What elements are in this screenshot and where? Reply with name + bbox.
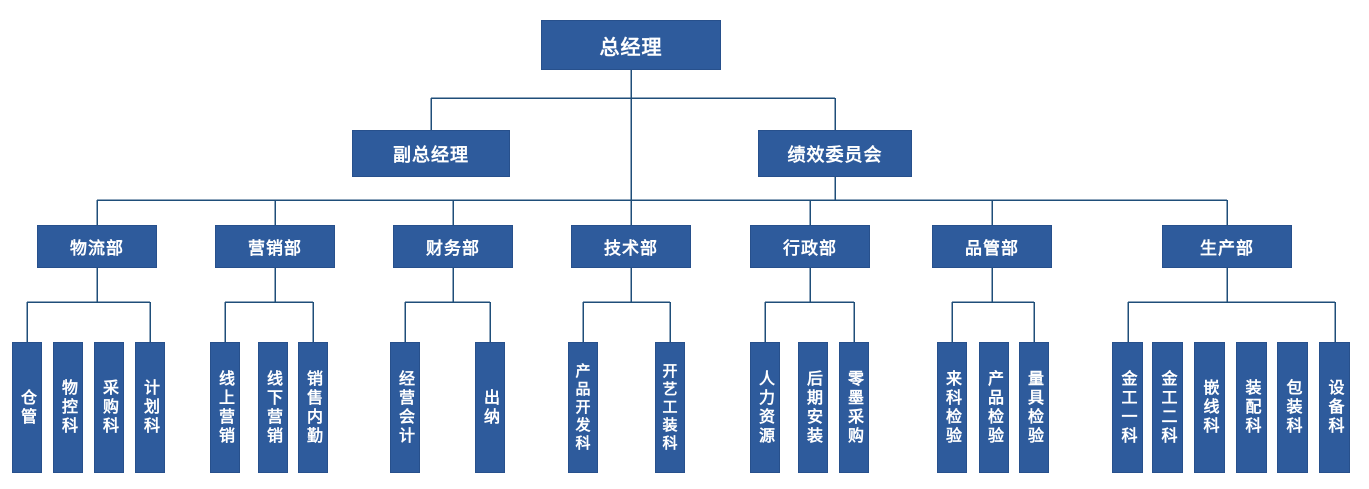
org-node-later-install: 后期安装 xyxy=(798,342,828,473)
org-node-dgm: 副总经理 xyxy=(352,130,510,177)
org-node-metal-1: 金工一科 xyxy=(1112,342,1143,473)
org-node-assembly: 装配科 xyxy=(1236,342,1267,473)
org-node-gm: 总经理 xyxy=(541,20,721,70)
org-node-purchasing: 采购科 xyxy=(94,342,124,473)
org-node-mat-control: 物控科 xyxy=(53,342,83,473)
org-node-tooling: 开艺工装科 xyxy=(655,342,685,473)
org-node-pc: 绩效委员会 xyxy=(758,130,912,177)
org-node-planning: 计划科 xyxy=(135,342,165,473)
org-node-warehouse: 仓管 xyxy=(12,342,42,473)
org-node-winding: 嵌线科 xyxy=(1194,342,1225,473)
org-node-hr: 人力资源 xyxy=(750,342,780,473)
org-node-qc: 品管部 xyxy=(932,225,1052,268)
org-node-marketing: 营销部 xyxy=(215,225,335,268)
org-node-incoming-insp: 来科检验 xyxy=(937,342,967,473)
org-node-online-mkt: 线上营销 xyxy=(210,342,240,473)
org-node-product-insp: 产品检验 xyxy=(979,342,1009,473)
org-node-metal-2: 金工二科 xyxy=(1152,342,1183,473)
org-node-misc-purchase: 零墨采购 xyxy=(839,342,869,473)
org-node-production: 生产部 xyxy=(1162,225,1292,268)
org-node-admin: 行政部 xyxy=(750,225,870,268)
org-node-packing: 包装科 xyxy=(1277,342,1308,473)
org-node-gauge-insp: 量具检验 xyxy=(1019,342,1049,473)
org-node-mgmt-acct: 经营会计 xyxy=(390,342,420,473)
org-node-equipment: 设备科 xyxy=(1319,342,1350,473)
org-node-cashier: 出纳 xyxy=(475,342,505,473)
org-node-offline-mkt: 线下营销 xyxy=(258,342,288,473)
org-node-sales-support: 销售内勤 xyxy=(298,342,328,473)
org-node-logistics: 物流部 xyxy=(37,225,157,268)
org-node-product-dev: 产品开发科 xyxy=(568,342,598,473)
org-node-finance: 财务部 xyxy=(393,225,513,268)
org-node-tech: 技术部 xyxy=(571,225,691,268)
